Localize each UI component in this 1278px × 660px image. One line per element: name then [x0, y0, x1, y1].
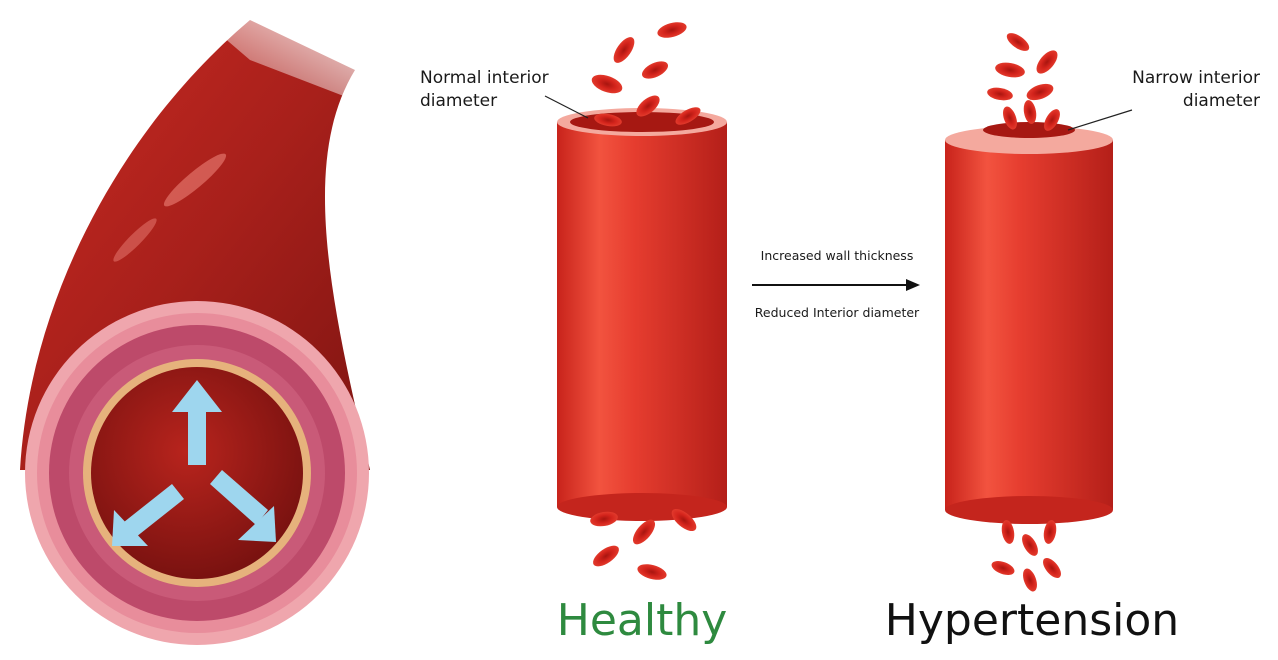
transition-arrow-icon	[752, 279, 920, 291]
artery-cross-section	[20, 0, 380, 645]
healthy-callout-line	[545, 96, 588, 118]
healthy-callout: Normal interior diameter	[420, 67, 549, 113]
hypertension-callout: Narrow interior diameter	[1110, 67, 1260, 113]
healthy-callout-line1: Normal interior	[420, 67, 549, 90]
hypertension-vessel	[945, 122, 1113, 524]
hypertension-blood-cells-bottom	[990, 519, 1065, 593]
hypertension-callout-line1: Narrow interior	[1110, 67, 1260, 90]
hypertension-vessel-opening	[983, 122, 1075, 138]
hypertension-callout-line	[1068, 110, 1132, 130]
hypertension-blood-cells-top	[986, 30, 1063, 134]
hypertension-callout-line2: diameter	[1110, 90, 1260, 113]
transition-label-top: Increased wall thickness	[727, 248, 947, 263]
healthy-vessel	[557, 108, 727, 521]
healthy-caption: Healthy	[452, 596, 832, 646]
transition-label-bottom: Reduced Interior diameter	[727, 305, 947, 320]
hypertension-caption: Hypertension	[842, 596, 1222, 646]
healthy-callout-line2: diameter	[420, 90, 549, 113]
